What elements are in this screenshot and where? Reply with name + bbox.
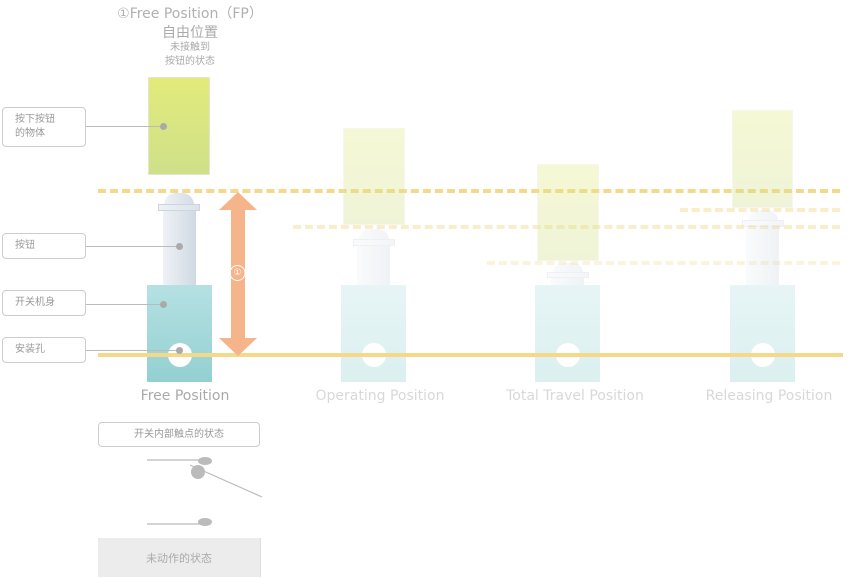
operating-position-line xyxy=(293,225,840,229)
mounting-reference-line xyxy=(98,353,843,357)
plunger-dome xyxy=(359,229,389,240)
callout-actuating-object: 按下按钮的物体 xyxy=(2,107,86,147)
movable-contact xyxy=(191,465,205,479)
callout-dot xyxy=(160,123,167,130)
callout-connector xyxy=(86,246,179,247)
callout-connector xyxy=(86,126,163,127)
contacts-header: 开关内部触点的状态 xyxy=(98,422,260,447)
caption-free-position: Free Position xyxy=(140,388,230,404)
arrow-marker: ① xyxy=(233,268,242,278)
fixed-contact-top xyxy=(198,457,212,465)
free-position-arrow xyxy=(219,192,257,356)
diagram-subtitle: 自由位置 xyxy=(162,25,218,41)
contact-diagram xyxy=(147,457,263,526)
movable-contact-spring xyxy=(189,464,263,498)
callout-dot xyxy=(176,347,183,354)
callout-connector xyxy=(86,304,163,305)
switch-body xyxy=(730,285,795,382)
switch-body xyxy=(341,285,406,382)
plunger-cap xyxy=(547,272,589,278)
arrow-marker-circle xyxy=(229,265,246,281)
fixed-contact-bottom xyxy=(198,518,212,526)
plunger-cap xyxy=(742,220,784,227)
plunger-dome xyxy=(164,193,194,205)
switch-body xyxy=(535,285,600,382)
plunger xyxy=(551,278,584,285)
actuating-object xyxy=(343,128,405,225)
free-position-line xyxy=(98,189,840,193)
plunger-cap xyxy=(353,239,395,246)
caption-releasing-position: Releasing Position xyxy=(705,388,833,404)
diagram-note: 未接触到按钮的状态 xyxy=(165,42,215,67)
plunger-dome xyxy=(553,263,583,273)
callout-dot xyxy=(176,243,183,250)
diagram-title: ①Free Position（FP） xyxy=(117,6,263,22)
callout-plunger: 按钮 xyxy=(2,233,86,259)
callout-connector xyxy=(86,350,179,351)
contact-state-label: 未动作的状态 xyxy=(98,538,261,577)
caption-operating-position: Operating Position xyxy=(315,388,445,404)
callout-dot xyxy=(160,301,167,308)
plunger-cap xyxy=(158,204,200,211)
releasing-position-line xyxy=(680,208,840,212)
plunger-dome xyxy=(748,210,778,221)
actuating-object xyxy=(732,110,793,208)
callout-switch-body: 开关机身 xyxy=(2,290,86,316)
total-travel-line xyxy=(487,261,840,265)
callout-mounting-hole: 安装孔 xyxy=(2,337,86,363)
actuating-object xyxy=(537,164,599,261)
plunger xyxy=(746,227,779,285)
switch-body xyxy=(147,285,212,382)
plunger xyxy=(357,246,390,285)
caption-total-travel-position: Total Travel Position xyxy=(506,388,644,404)
